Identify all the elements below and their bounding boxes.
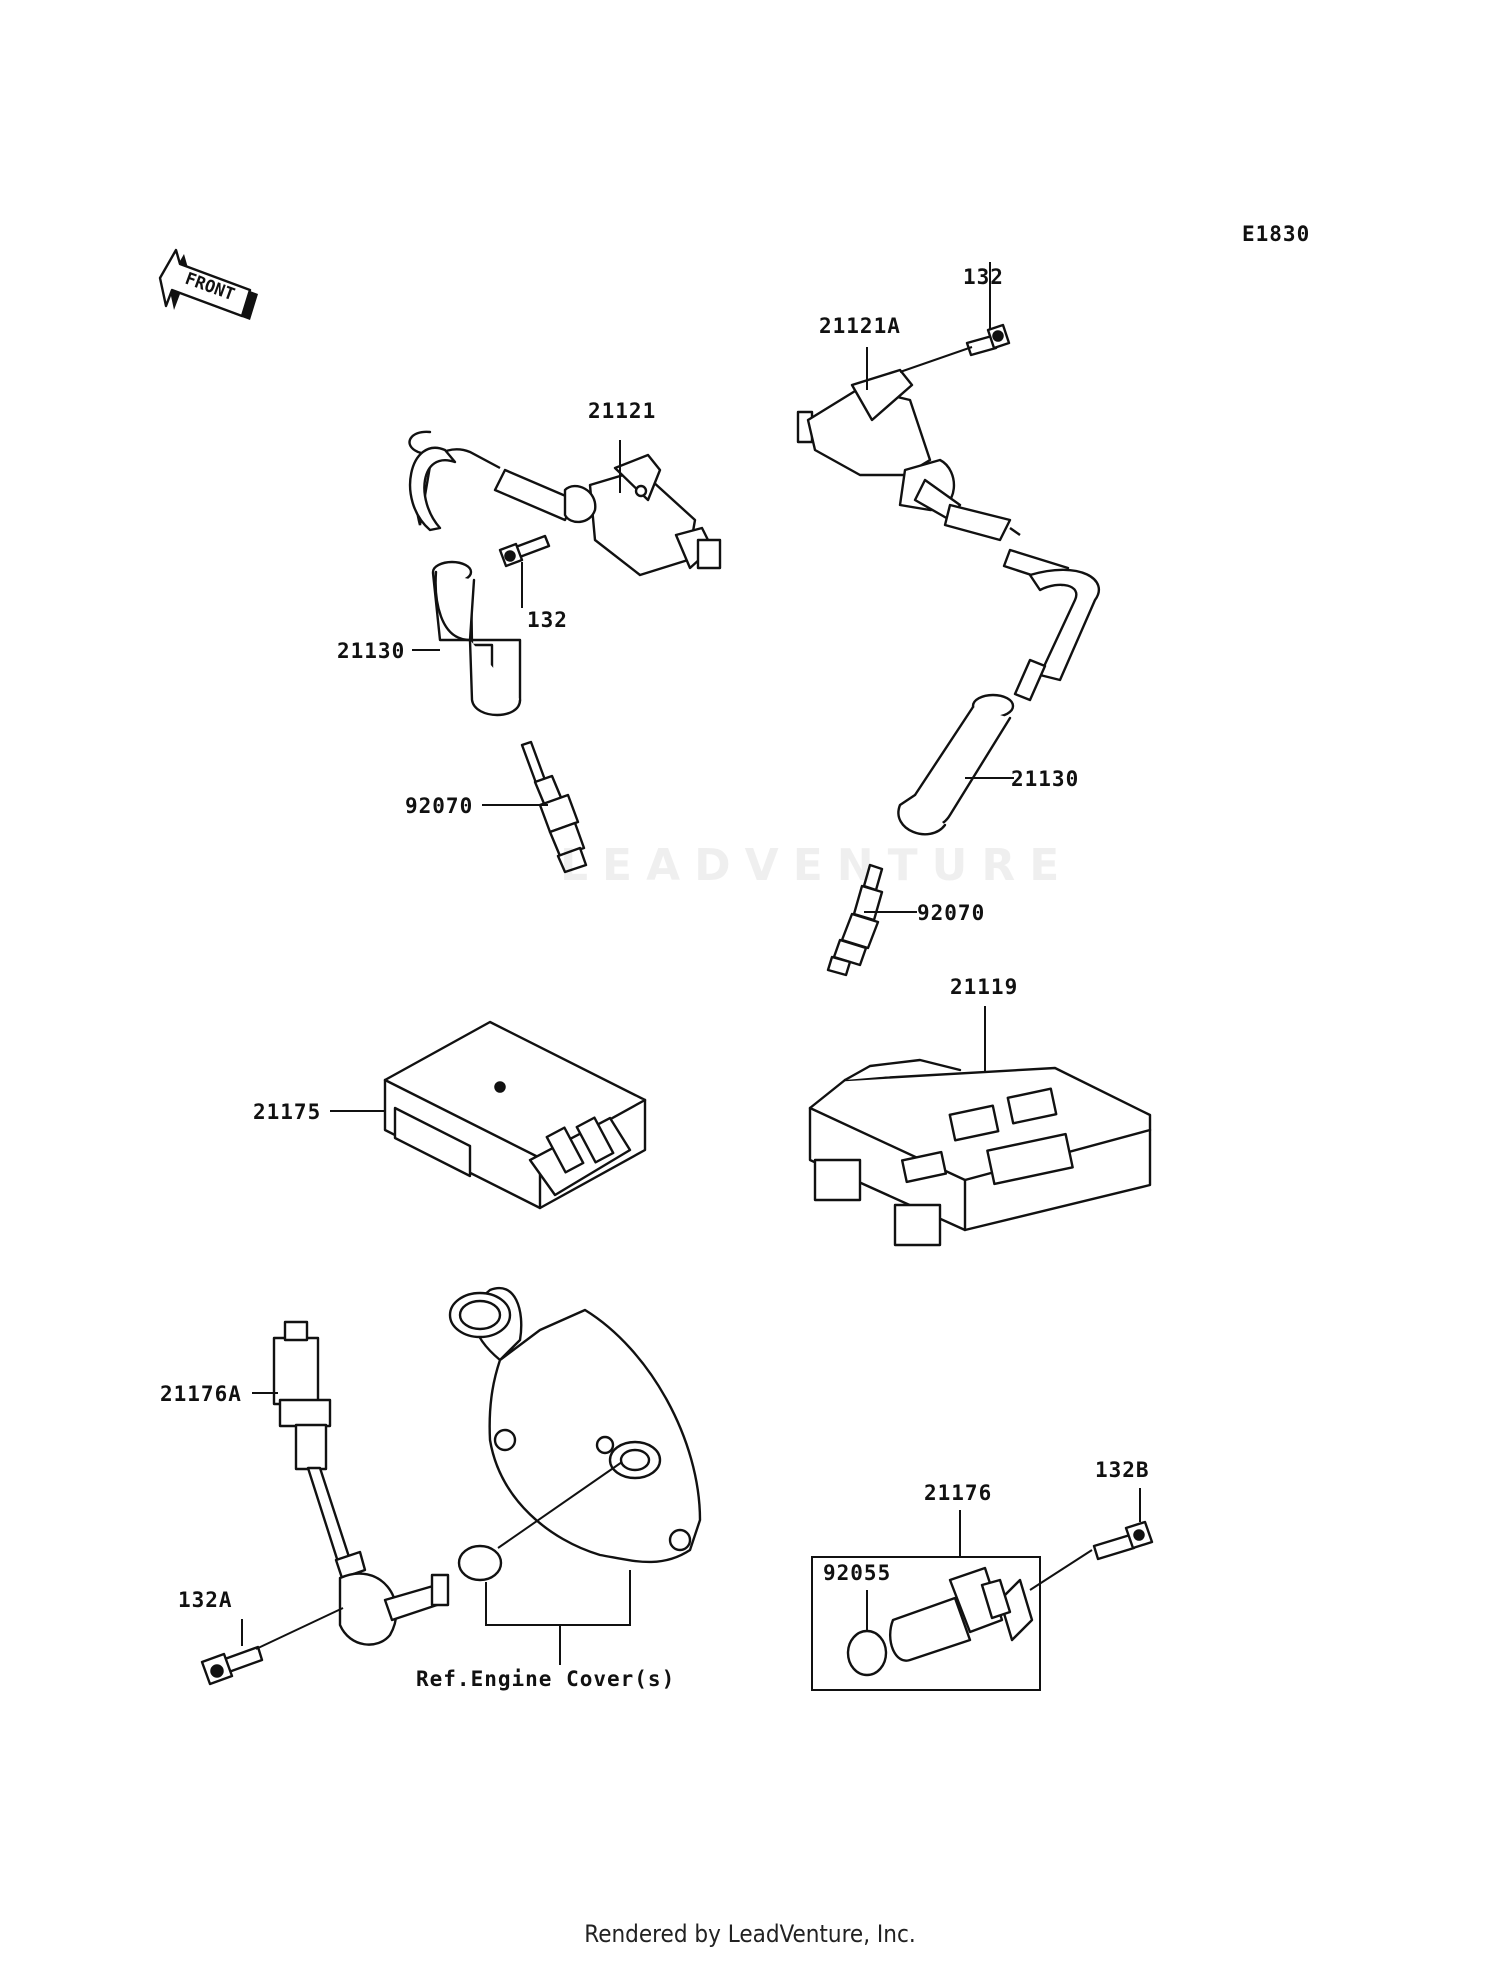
- plug-cap-right: [897, 693, 1015, 836]
- leader-lines: [241, 262, 1141, 1650]
- bolt-132B: [1092, 1520, 1154, 1561]
- footer-credit: Rendered by LeadVenture, Inc.: [584, 1920, 916, 1948]
- ref-engine-cover-label: Ref.Engine Cover(s): [416, 1667, 675, 1691]
- callout-21130-right: 21130: [1011, 767, 1079, 791]
- ref-bracket: [485, 1570, 631, 1626]
- engine-cover: [448, 1286, 702, 1564]
- callout-92055: 92055: [823, 1561, 891, 1585]
- ignition-coil-left: [408, 430, 722, 577]
- bolt-132-left: [498, 534, 551, 568]
- callout-21175: 21175: [253, 1100, 321, 1124]
- watermark: LEADVENTURE: [560, 840, 1074, 891]
- callout-92070-left: 92070: [405, 794, 473, 818]
- spark-plug-right: [826, 863, 884, 977]
- callout-92070-right: 92070: [917, 901, 985, 925]
- o-ring-92055: [846, 1629, 888, 1677]
- bolt-132A: [200, 1645, 264, 1686]
- callout-21176: 21176: [924, 1481, 992, 1505]
- callout-21176A: 21176A: [160, 1382, 242, 1406]
- callout-21121A: 21121A: [819, 314, 901, 338]
- ecu-21119: [808, 1058, 1152, 1247]
- bolt-132-right: [965, 323, 1011, 357]
- ignition-coil-right: [796, 368, 1101, 702]
- sensor-21176A: [272, 1320, 450, 1646]
- diagram-code: E1830: [1242, 222, 1310, 246]
- callout-21121: 21121: [588, 399, 656, 423]
- callout-21130-left: 21130: [337, 639, 405, 663]
- callout-21119: 21119: [950, 975, 1018, 999]
- callout-132-left: 132: [527, 608, 568, 632]
- sensor-kit-21176: [811, 1556, 1041, 1691]
- front-arrow-icon: FRONT: [158, 248, 258, 320]
- plug-cap-left: [431, 560, 522, 717]
- spark-plug-left: [520, 740, 588, 874]
- callout-132B: 132B: [1095, 1458, 1150, 1482]
- control-module-21175: [383, 1020, 647, 1210]
- o-ring-left: [457, 1544, 503, 1582]
- callout-132A: 132A: [178, 1588, 233, 1612]
- callout-132-top: 132: [963, 265, 1004, 289]
